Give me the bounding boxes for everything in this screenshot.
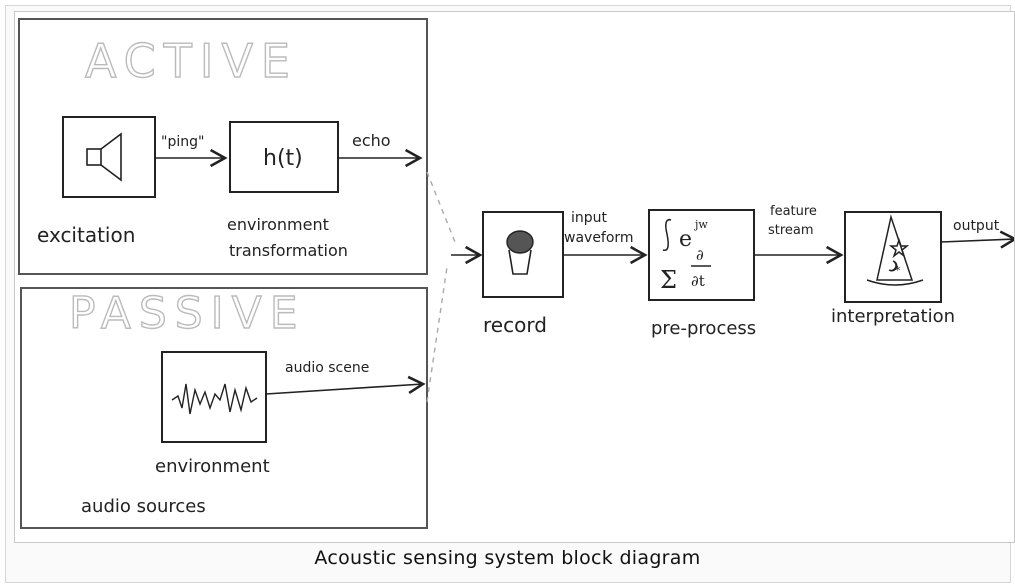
interpretation-label: interpretation	[831, 306, 955, 327]
audio-scene-arrow	[266, 384, 423, 394]
passive-merge-line	[427, 267, 447, 402]
svg-text:e: e	[679, 227, 692, 252]
transform-label-2: transformation	[229, 241, 348, 260]
wizard-hat-icon: *	[867, 217, 923, 285]
echo-label: echo	[352, 131, 391, 150]
input-label-2: waveform	[564, 230, 634, 246]
record-box	[483, 212, 563, 297]
svg-text:∂t: ∂t	[691, 272, 705, 290]
diagram-canvas: ACTIVE excitation "ping" h(t) environmen…	[15, 12, 1015, 543]
transform-label-1: environment	[227, 215, 329, 234]
preprocess-label: pre-process	[651, 318, 756, 339]
feature-label-2: stream	[768, 223, 814, 238]
svg-text:∂: ∂	[696, 246, 704, 264]
audio-scene-label: audio scene	[285, 360, 369, 376]
diagram-image: ACTIVE excitation "ping" h(t) environmen…	[14, 11, 1015, 543]
active-merge-line	[427, 172, 455, 242]
passive-title: PASSIVE	[69, 288, 306, 339]
svg-text:jw: jw	[693, 218, 708, 231]
output-label: output	[953, 218, 1000, 234]
svg-text:*: *	[895, 264, 901, 277]
input-label-1: input	[571, 210, 608, 226]
source-label-1: environment	[155, 456, 270, 477]
excitation-label: excitation	[37, 223, 135, 247]
source-label-2: audio sources	[81, 496, 206, 517]
svg-text:Σ: Σ	[660, 266, 677, 294]
math-formula-icon: e jw Σ ∂ ∂t	[660, 218, 711, 294]
feature-label-1: feature	[770, 204, 817, 219]
ping-label: "ping"	[161, 134, 204, 150]
excitation-box	[63, 117, 155, 197]
record-label: record	[483, 313, 547, 337]
transform-fn: h(t)	[263, 146, 303, 171]
output-arrow	[941, 239, 1015, 242]
microphone-icon	[507, 231, 533, 274]
figure-caption: Acoustic sensing system block diagram	[0, 547, 1015, 569]
speaker-icon	[87, 134, 121, 180]
active-title: ACTIVE	[85, 34, 298, 88]
waveform-icon	[172, 384, 257, 414]
